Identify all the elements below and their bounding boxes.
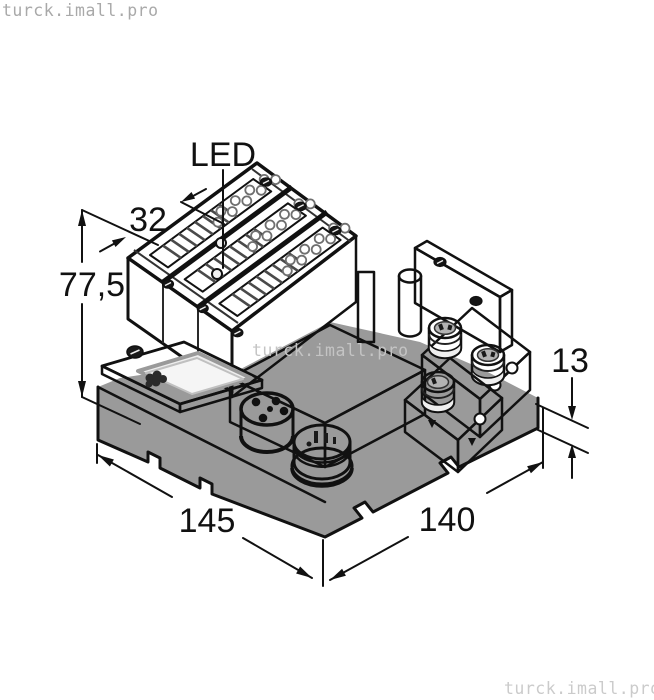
- m12-thread-flange: [290, 446, 354, 486]
- rear-bracket-block: [413, 239, 514, 354]
- address-switch-cluster: [145, 370, 167, 388]
- watermark-center: turck.imall.pro: [252, 341, 409, 360]
- m12-connector-female: [239, 391, 295, 454]
- module-end-posts: [356, 268, 423, 344]
- slice-label-strip: [149, 173, 282, 289]
- m12-socket-holes: [251, 396, 289, 423]
- led-label: LED: [190, 136, 256, 174]
- watermark-bottom-right: turck.imall.pro: [504, 679, 654, 698]
- cable-notch: [473, 412, 487, 426]
- m8-connector: [427, 316, 463, 360]
- clip-mark-icon: [428, 420, 436, 428]
- m12-pins: [306, 431, 336, 447]
- led-indicator: [211, 268, 223, 280]
- watermark-top-left: turck.imall.pro: [2, 1, 159, 20]
- dim-overall-depth: 140: [419, 501, 476, 539]
- m12-connector-male: [290, 423, 354, 488]
- address-label-plate: [100, 340, 264, 414]
- led-indicator: [215, 237, 227, 249]
- dim-slice-width: 32: [129, 201, 167, 239]
- clip-mark-icon: [468, 438, 476, 446]
- din-rail-foot: [96, 385, 540, 539]
- screw-icon: [469, 295, 483, 307]
- dimension-arrowheads: [78, 192, 576, 580]
- dim-rail-step: 13: [551, 342, 589, 380]
- m8-connector: [420, 370, 456, 414]
- dim-overall-height: 77,5: [59, 266, 125, 304]
- dim-overall-width: 145: [179, 502, 236, 540]
- cable-notch: [505, 361, 519, 375]
